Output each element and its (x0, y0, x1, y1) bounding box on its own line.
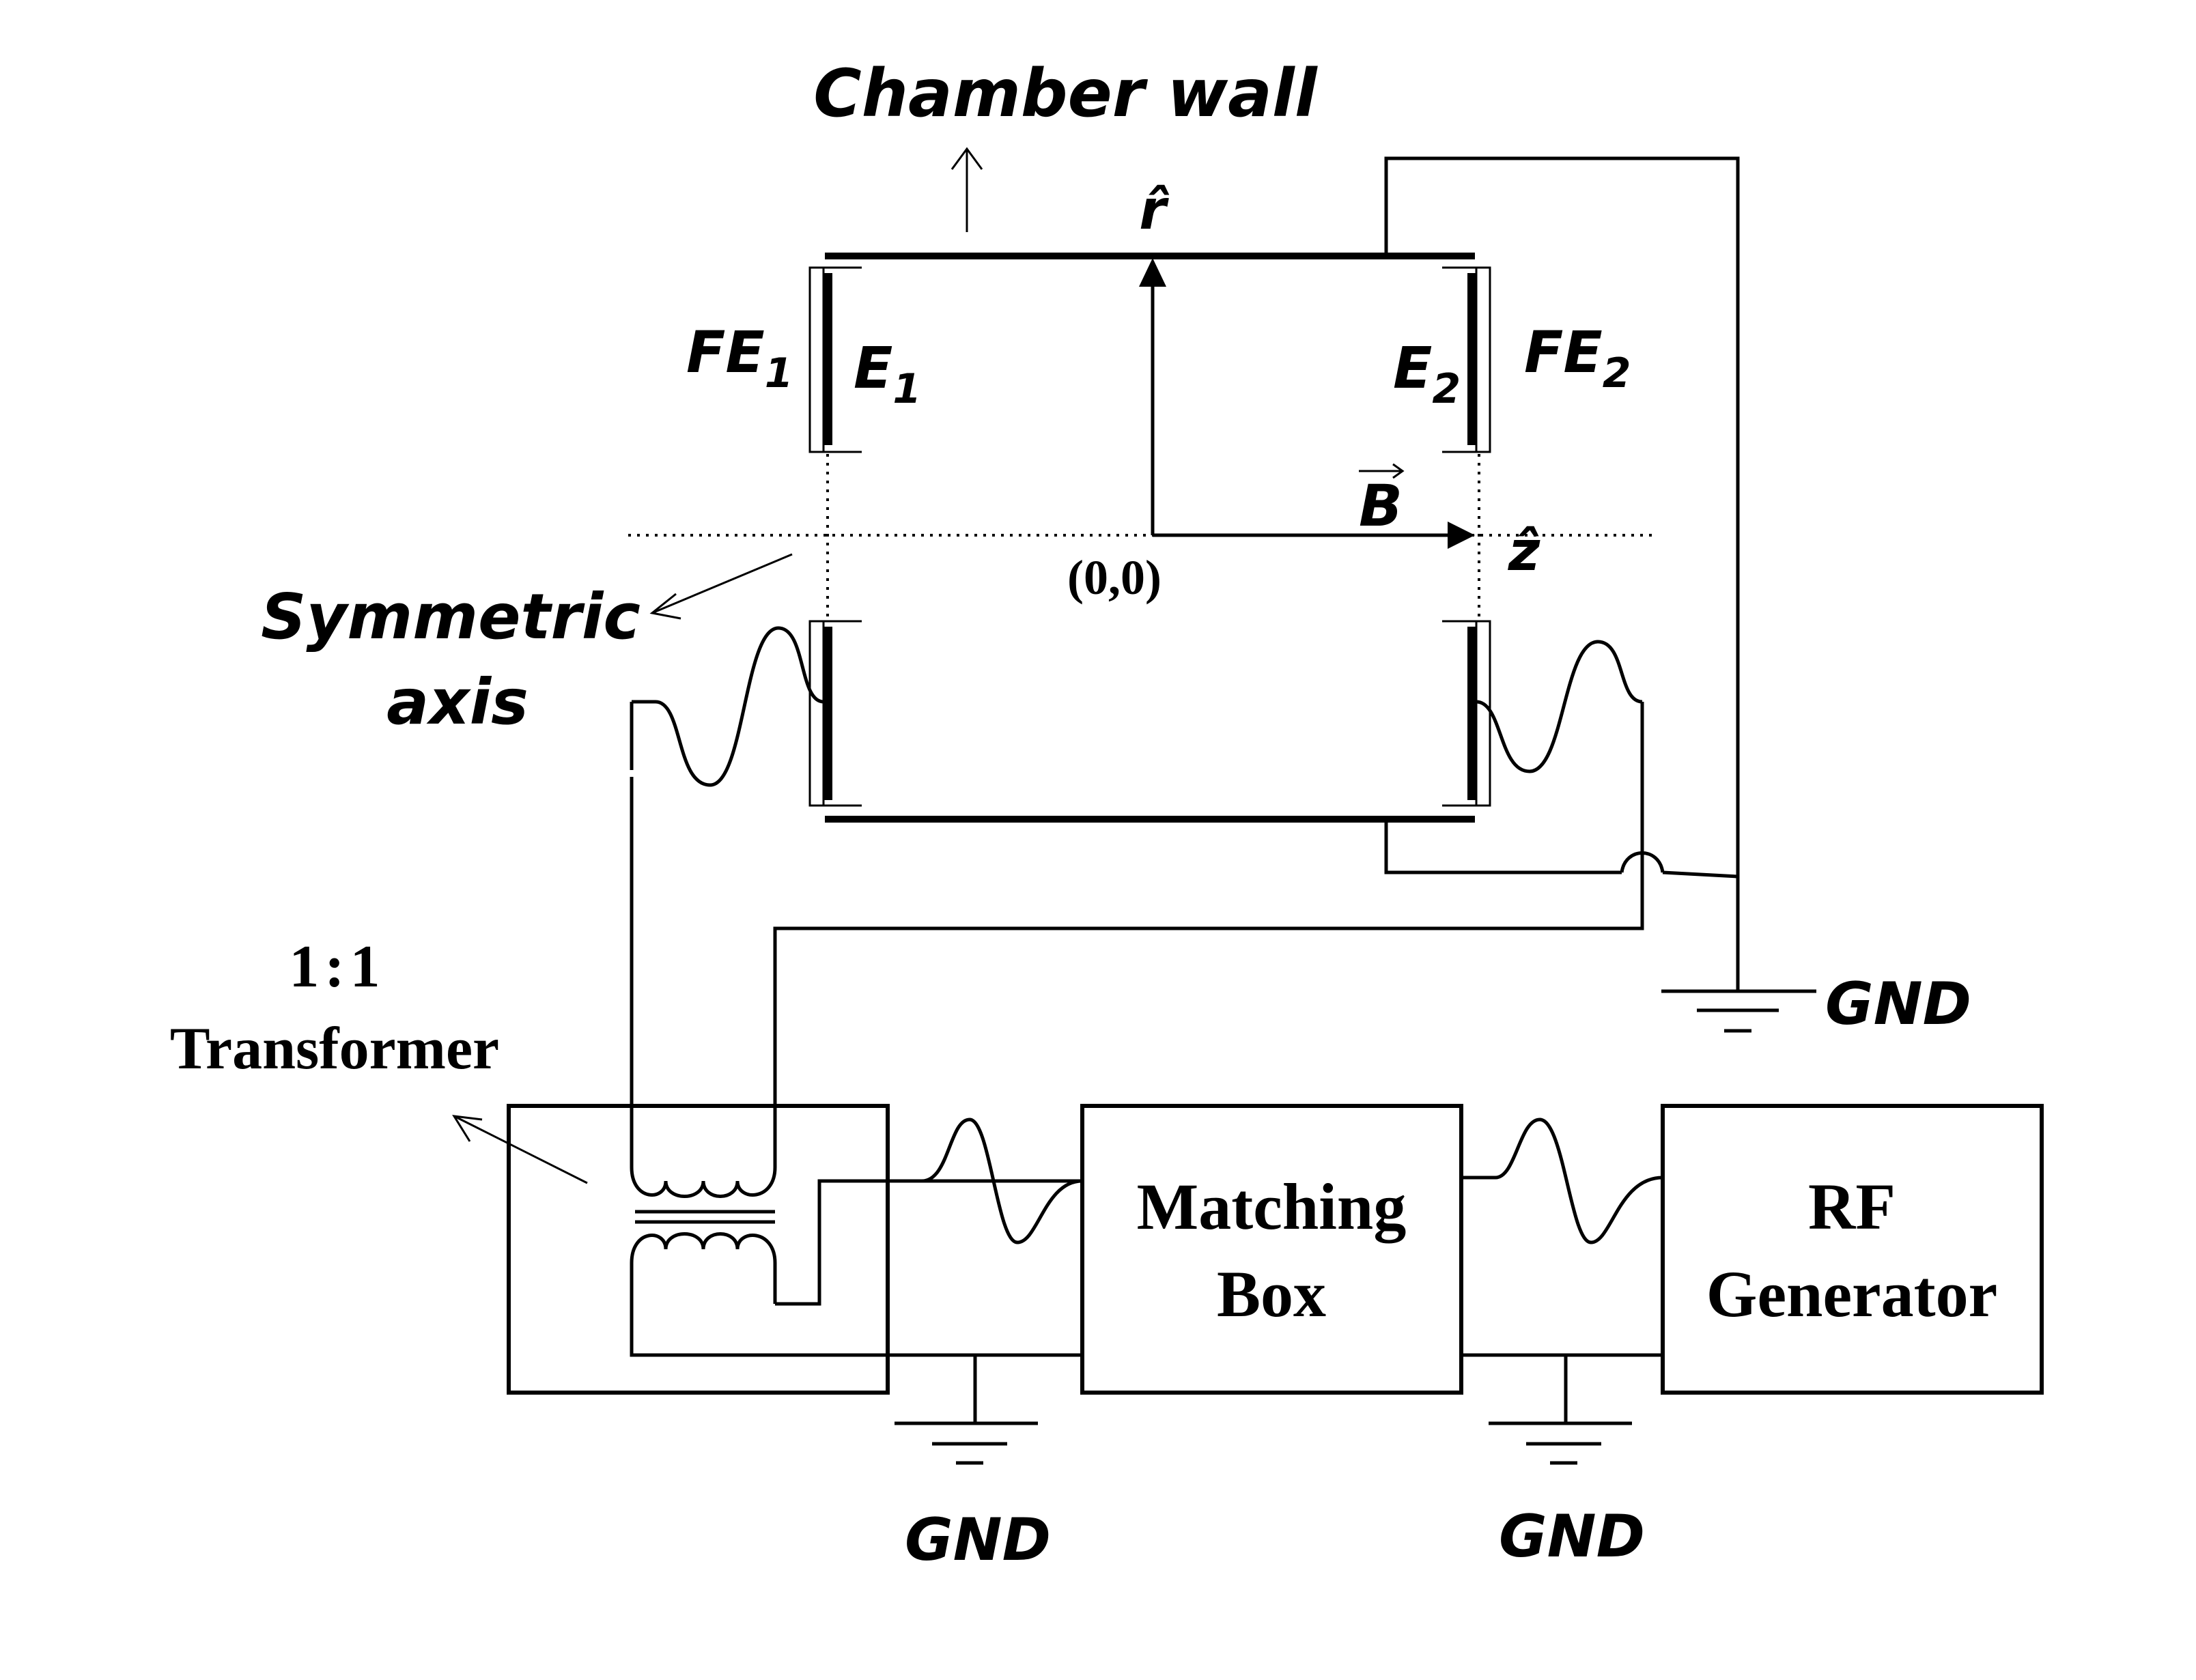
transformer-pointer (453, 1115, 588, 1184)
fe1-label: FE1 (686, 319, 793, 397)
symmetric-axis-pointer-head (649, 593, 681, 620)
transformer-coils (630, 1126, 777, 1304)
b-vector-label: B (1359, 472, 1403, 539)
rf-generator-box (1661, 1104, 2044, 1395)
rf-wave-matching-generator (1461, 1117, 1663, 1244)
symmetric-axis-label-1: Symmetric (261, 580, 640, 653)
z-axis-arrowhead (1448, 522, 1475, 549)
rf-generator-label-1: RF (1808, 1170, 1896, 1243)
r-axis-arrowhead (1139, 258, 1166, 287)
fe1-shield-upper (808, 266, 825, 453)
transformer-label: Transformer (170, 1016, 499, 1082)
chamber-wall-arrowhead (951, 147, 983, 170)
ground-symbol-far (1489, 1421, 1632, 1465)
symmetric-axis-label-2: axis (386, 666, 529, 739)
fe1-shield-lower (808, 620, 825, 807)
wire-chamber-top-ground (1384, 156, 1740, 983)
wire-transformer-secondary (775, 1179, 1082, 1306)
wire-transformer-secondary-bottom (630, 1290, 1082, 1357)
transformer-ratio-label: 1:1 (289, 934, 380, 1000)
transformer-pointer-head (452, 1115, 483, 1142)
rf-wave-transformer-matching (888, 1117, 1083, 1244)
b-vector-overarrow-head (1392, 463, 1405, 479)
gnd-label-mid: GND (905, 1506, 1051, 1574)
rf-generator-label-2: Generator (1706, 1257, 1997, 1330)
matching-box-label-2: Box (1217, 1257, 1326, 1330)
wire-crossover-hop (1620, 851, 1665, 873)
chamber-wall-label: Chamber wall (813, 55, 1318, 132)
origin-label: (0,0) (1067, 550, 1162, 605)
rf-wave-left-electrode (632, 626, 824, 787)
gnd-label-right: GND (1825, 970, 1971, 1038)
e1-label: E1 (854, 334, 921, 413)
matching-box-label-1: Matching (1137, 1170, 1407, 1243)
z-hat-label: ẑ (1508, 519, 1540, 583)
r-hat-label: r̂ (1139, 178, 1170, 242)
wire-chamber-bottom-ground (1384, 819, 1622, 874)
ground-symbol-right (1661, 989, 1816, 1033)
symmetric-axis-pointer (651, 553, 793, 614)
transformer-box (507, 1104, 890, 1395)
ground-symbol-mid (895, 1421, 1038, 1465)
rf-wave-right-electrode (1476, 640, 1643, 773)
matching-box (1080, 1104, 1463, 1395)
fe2-label: FE2 (1524, 319, 1631, 397)
fe2-shield-upper (1475, 266, 1491, 453)
wire-chamber-bottom-ground-2 (1662, 870, 1738, 879)
fe2-shield-lower (1475, 620, 1491, 807)
gnd-label-far: GND (1499, 1503, 1645, 1571)
e2-label: E2 (1393, 334, 1461, 413)
wire-right-electrode-return (773, 702, 1644, 1126)
